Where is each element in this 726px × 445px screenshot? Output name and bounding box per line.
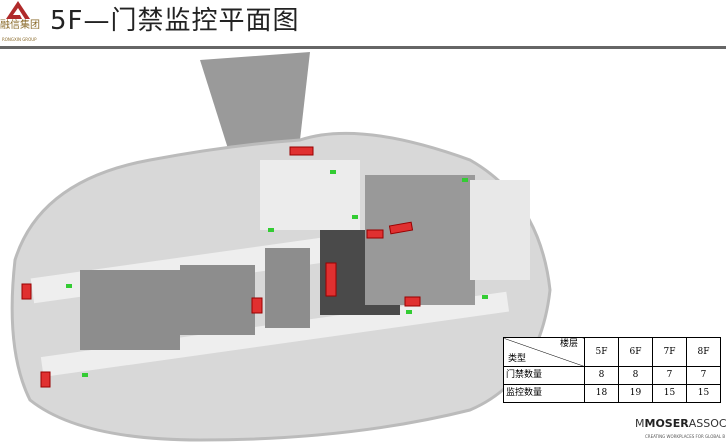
access-marker bbox=[388, 221, 414, 235]
cell: 8 bbox=[618, 366, 653, 385]
access-marker bbox=[251, 297, 263, 314]
access-control-markers bbox=[21, 146, 421, 388]
corner-floor-label: 楼层 bbox=[559, 339, 578, 349]
access-marker bbox=[40, 371, 51, 388]
access-marker bbox=[289, 146, 314, 156]
logo-subtext: RONGXIN GROUP bbox=[2, 37, 37, 42]
floor-plan bbox=[10, 52, 552, 442]
table-header-row: 楼层类型 5F 6F 7F 8F bbox=[503, 337, 721, 367]
access-marker bbox=[404, 296, 421, 307]
page-title: 5F—门禁监控平面图 bbox=[50, 6, 300, 36]
table-row: 门禁数量 8 8 7 7 bbox=[503, 366, 721, 385]
rongxin-logo-icon bbox=[6, 1, 30, 19]
floor-header: 8F bbox=[686, 337, 721, 367]
mmoser-tagline: CREATING WORKPLACES FOR GLOBAL B bbox=[645, 434, 726, 439]
floor-header: 7F bbox=[652, 337, 687, 367]
cell: 18 bbox=[584, 384, 619, 403]
corner-cell: 楼层类型 bbox=[503, 337, 585, 367]
corner-type-label: 类型 bbox=[508, 354, 527, 364]
row-label: 门禁数量 bbox=[503, 366, 585, 385]
cell: 8 bbox=[584, 366, 619, 385]
cell: 15 bbox=[686, 384, 721, 403]
access-marker bbox=[325, 262, 337, 297]
cell: 19 bbox=[618, 384, 653, 403]
cell: 7 bbox=[652, 366, 687, 385]
floor-header: 6F bbox=[618, 337, 653, 367]
access-marker bbox=[366, 229, 384, 239]
floor-header: 5F bbox=[584, 337, 619, 367]
mmoser-logo: MMOSERASSOCIAT bbox=[635, 417, 726, 430]
cell: 7 bbox=[686, 366, 721, 385]
cell: 15 bbox=[652, 384, 687, 403]
title-divider bbox=[0, 46, 726, 49]
logo-text: 融信集团 bbox=[0, 20, 40, 31]
table-row: 监控数量 18 19 15 15 bbox=[503, 384, 721, 403]
camera-markers bbox=[66, 170, 488, 377]
device-count-table: 楼层类型 5F 6F 7F 8F 门禁数量 8 8 7 7 监控数量 18 19… bbox=[503, 337, 721, 403]
row-label: 监控数量 bbox=[503, 384, 585, 403]
access-marker bbox=[21, 283, 32, 300]
